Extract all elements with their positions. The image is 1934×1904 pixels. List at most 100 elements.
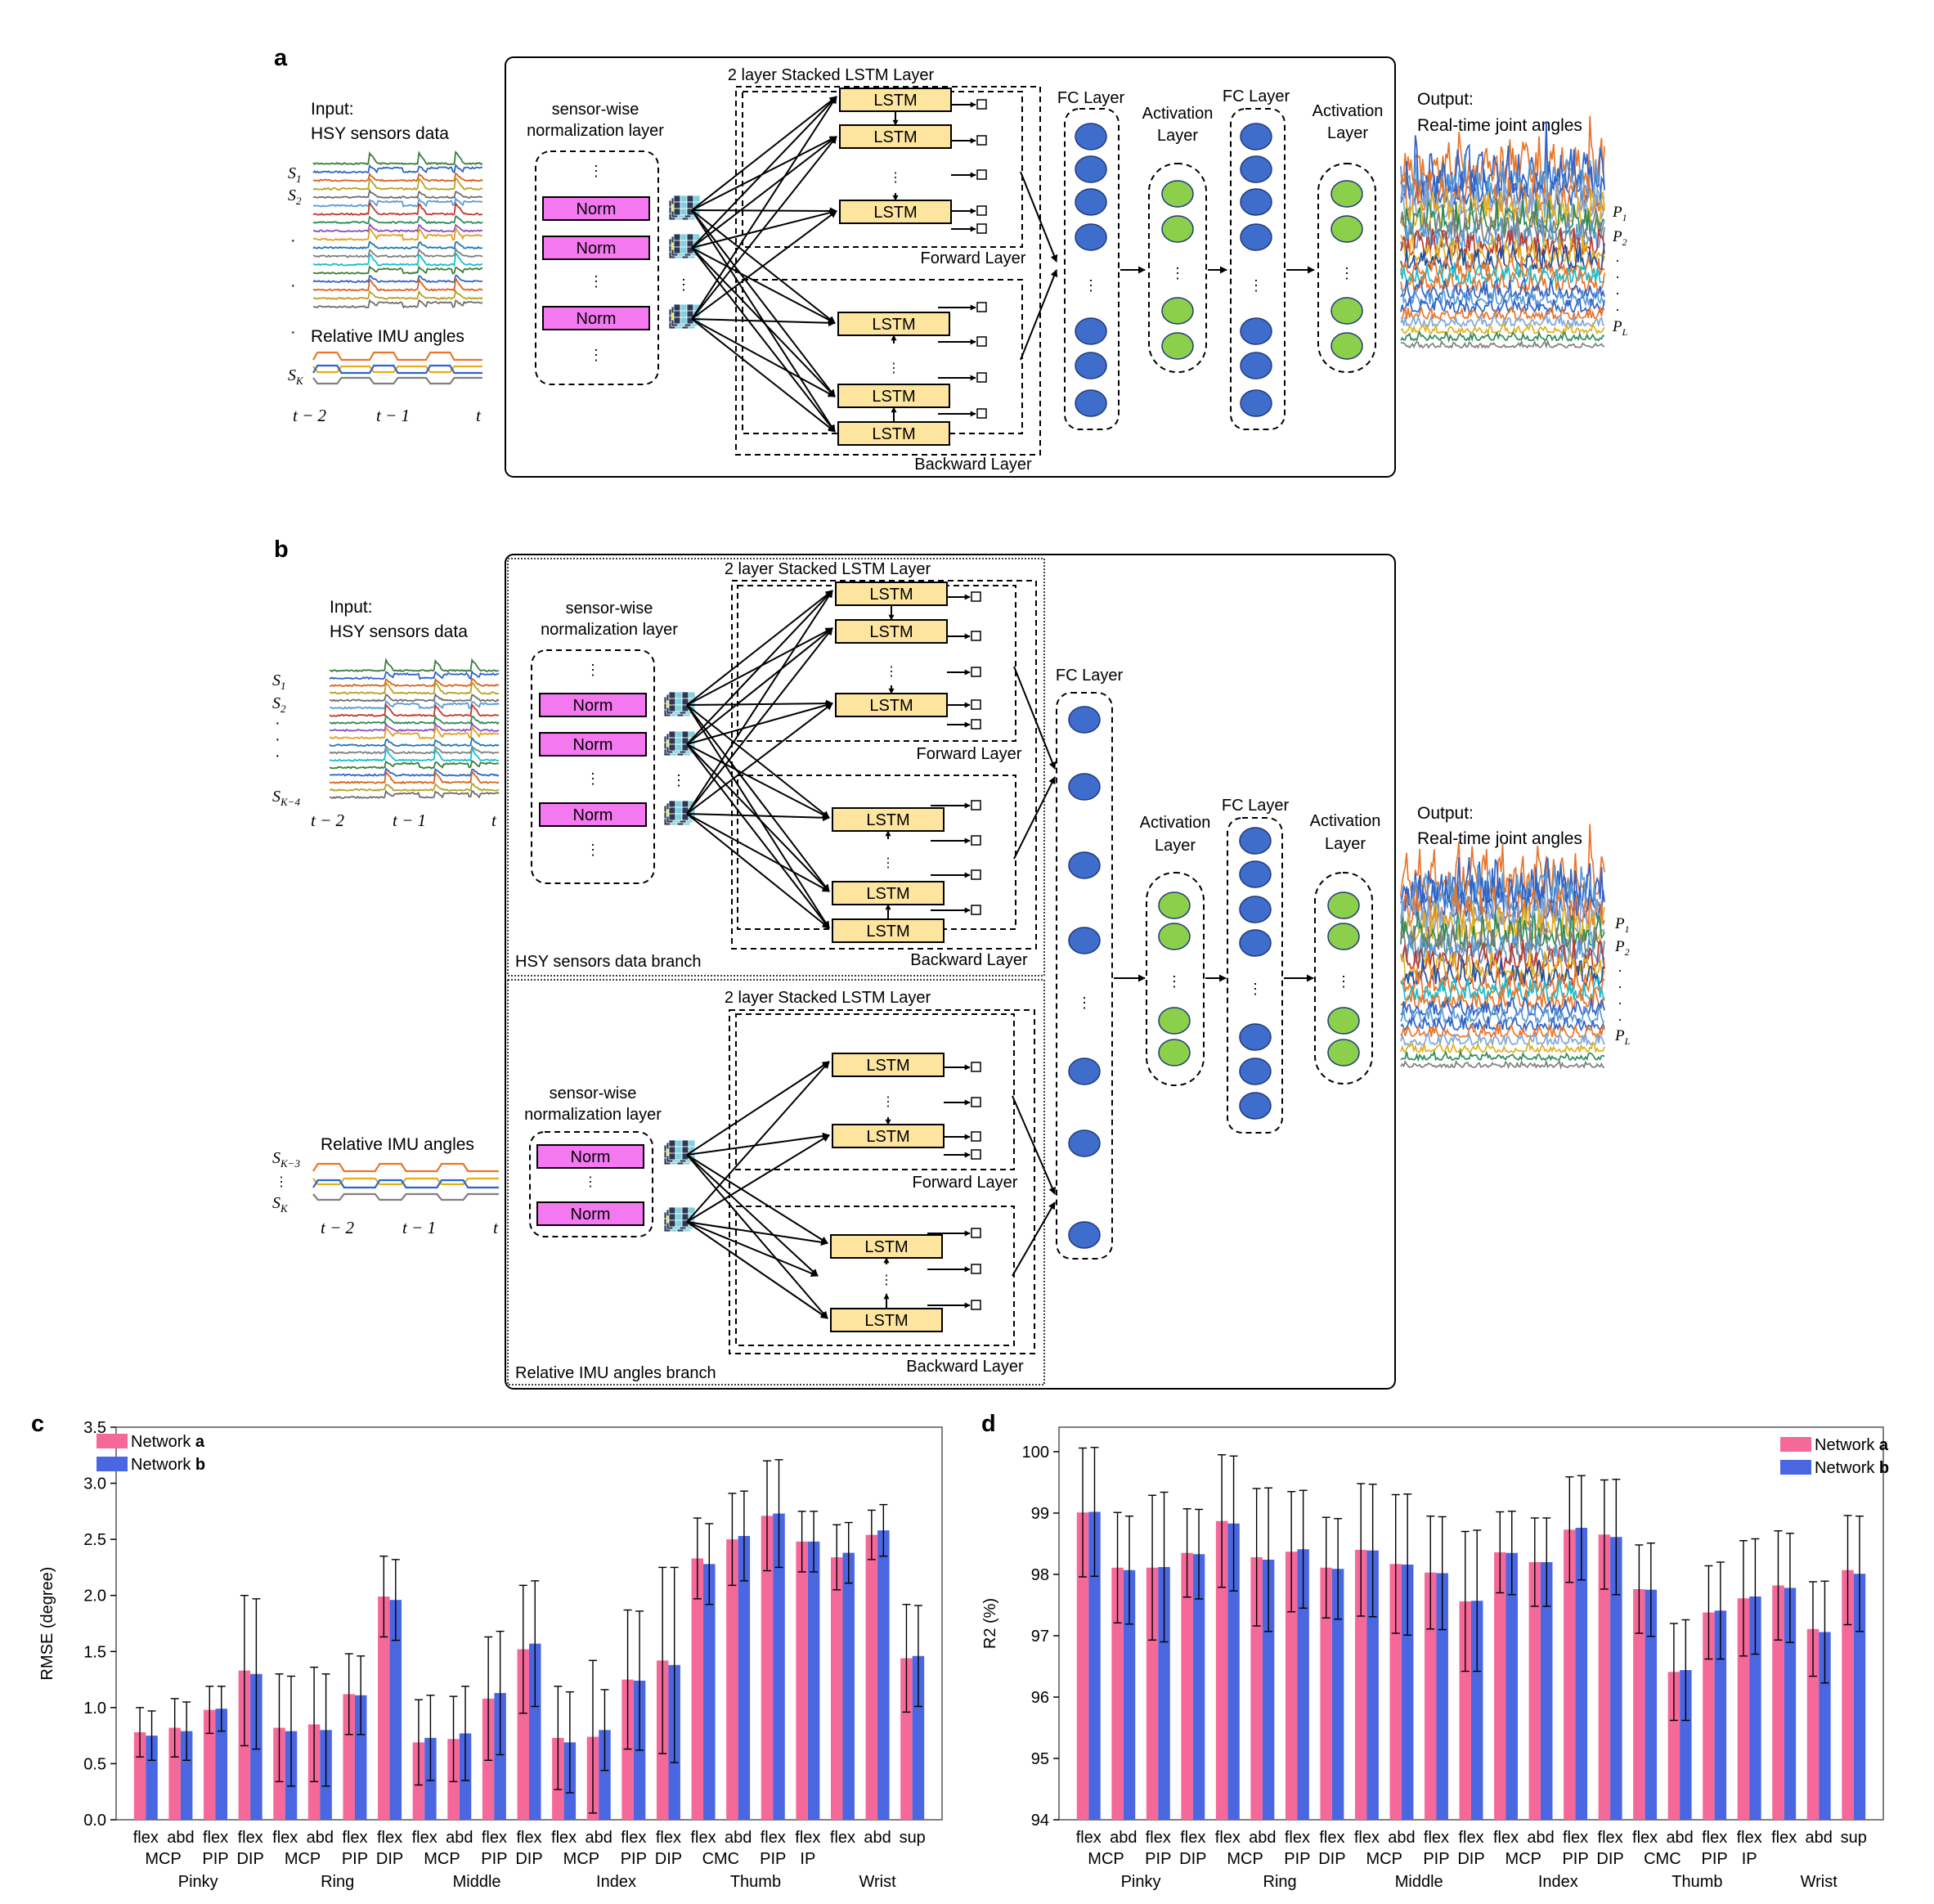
joint-label: DIP (376, 1850, 403, 1868)
dot: · (1618, 1011, 1622, 1027)
cube-cell (680, 208, 688, 216)
bar-a (1389, 1564, 1402, 1820)
pl-label-a: PL (1612, 318, 1628, 338)
arrow (686, 1221, 819, 1278)
lstm-label: LSTM (872, 388, 915, 406)
bar-a (1459, 1601, 1471, 1820)
bar-b (773, 1513, 785, 1820)
x-tick-label: flex (795, 1829, 820, 1847)
lstm-label: LSTM (864, 1238, 908, 1256)
p2-label-b: P2 (1614, 938, 1630, 958)
lstm-label: LSTM (869, 586, 913, 604)
fc-node (1240, 352, 1272, 379)
cube-cell (680, 246, 688, 254)
bar-b (1505, 1552, 1518, 1820)
bar-a (1842, 1569, 1854, 1820)
cube-cell (668, 691, 676, 699)
output-trace (1400, 339, 1605, 349)
signal-trace (329, 680, 500, 695)
bar-a (1111, 1567, 1124, 1820)
input-subtitle-b: HSY sensors data (330, 622, 468, 641)
norm-title-a-2: normalization layer (527, 122, 664, 140)
y-tick-label: 3.5 (83, 1419, 106, 1437)
lstm-cell (837, 312, 950, 336)
bar-a (1215, 1520, 1228, 1820)
fc-node (1239, 929, 1272, 957)
y-tick-label: 2.5 (83, 1531, 106, 1549)
dot: · (1615, 252, 1620, 268)
output-angle-traces-b (1400, 824, 1605, 1070)
joint-label: PIP (1145, 1850, 1171, 1868)
arrow (686, 743, 830, 892)
act2-label-b-2: Layer (1325, 835, 1366, 853)
arrow (1013, 666, 1057, 770)
forward-layer-label-b1: Forward Layer (917, 745, 1022, 763)
fc-node (1075, 123, 1107, 150)
arrow (691, 247, 836, 397)
norm-title-a-1: sensor-wise (552, 101, 639, 119)
arrow (691, 318, 836, 433)
legend-label-b: Network b (131, 1456, 205, 1474)
arrow (686, 743, 830, 819)
output-unit (976, 302, 987, 312)
fc-node (1240, 188, 1272, 216)
cube-cell (688, 1139, 696, 1147)
lstm-label: LSTM (873, 92, 917, 110)
lstm-label: LSTM (872, 425, 915, 443)
y-tick-label: 0.5 (83, 1755, 106, 1773)
lstm-label: LSTM (873, 128, 917, 146)
vdots: ⋮ (589, 163, 604, 179)
bar-b (842, 1552, 855, 1820)
act1-label-b-2: Layer (1155, 837, 1196, 855)
joint-label: DIP (1318, 1850, 1345, 1868)
output-trace (1400, 975, 1605, 1003)
cube-cell (675, 698, 683, 706)
act2-label-a-2: Layer (1327, 124, 1368, 142)
arrow (686, 1061, 830, 1156)
cube-cell (688, 691, 696, 699)
vdots: ⋮ (1084, 277, 1098, 294)
group-label: Ring (1263, 1873, 1297, 1891)
output-trace (1400, 115, 1605, 186)
joint-label: DIP (515, 1850, 542, 1868)
arrow (686, 627, 833, 815)
vdots: ⋮ (889, 171, 902, 185)
norm-block-3-a (542, 306, 650, 330)
group-label: Wrist (859, 1873, 896, 1891)
norm-title-b2-2: normalization layer (524, 1106, 662, 1124)
act2-label-a-1: Activation (1313, 102, 1384, 120)
vdots: ⋮ (882, 856, 895, 870)
bar-b (146, 1736, 158, 1820)
bar-b (1401, 1565, 1414, 1820)
lstm-cell (839, 124, 952, 149)
bar-a (1772, 1585, 1784, 1820)
bar-a (726, 1539, 738, 1820)
bar-a (1076, 1512, 1089, 1820)
act1-label-b-1: Activation (1140, 814, 1211, 832)
x-tick-label: flex (1737, 1829, 1762, 1847)
arrow (686, 627, 833, 745)
signal-trace (329, 714, 500, 725)
x-tick-label: flex (1632, 1829, 1658, 1847)
bar-a (691, 1558, 704, 1820)
lstm-title-b2: 2 layer Stacked LSTM Layer (725, 989, 931, 1007)
x-tick-label: flex (1598, 1829, 1623, 1847)
fc-node (1075, 389, 1107, 417)
arrow (686, 590, 833, 745)
sensor-sk-label-b: SK (272, 1194, 289, 1215)
bar-b (1819, 1632, 1831, 1820)
y-axis-label: R2 (%) (981, 1598, 999, 1649)
lstm-title-b1: 2 layer Stacked LSTM Layer (725, 560, 931, 578)
joint-label: IP (800, 1850, 815, 1868)
x-tick-label: flex (830, 1829, 855, 1847)
cube-cell (693, 195, 701, 203)
network-a-box (505, 56, 1396, 478)
p1-label-b: P1 (1614, 915, 1630, 935)
joint-label: IP (1742, 1850, 1757, 1868)
input-title-a: Input: (311, 100, 354, 119)
cube-cell (668, 737, 676, 745)
bar-b (1714, 1610, 1727, 1820)
joint-label: MCP (145, 1850, 181, 1868)
cube-cell (675, 813, 683, 821)
